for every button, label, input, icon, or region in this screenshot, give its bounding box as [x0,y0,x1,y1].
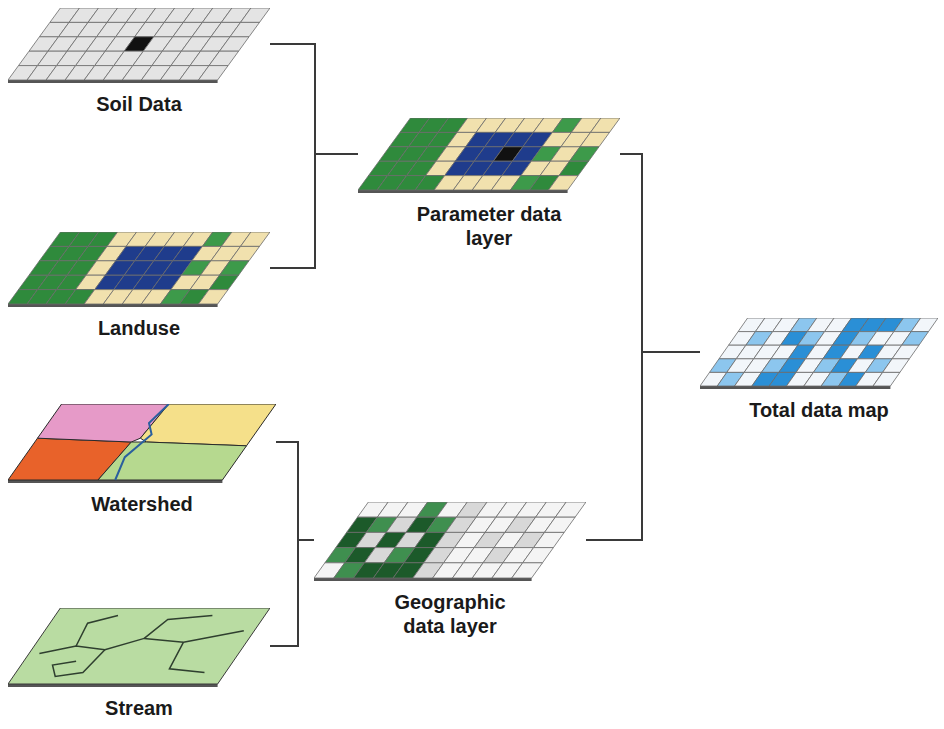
grid-cell [523,548,554,563]
layer-edge [700,386,890,389]
grid-cell [570,147,600,161]
layer-label: Soil Data [39,92,239,116]
layer-label: Watershed [42,492,242,516]
grid-cell [209,275,239,289]
connector-line [270,44,358,154]
layer-label: Parameter data layer [414,202,564,250]
layer-node: Soil Data [8,8,270,116]
grid-cell [591,118,621,132]
layer-node: Stream [8,608,270,720]
grid-cell [555,502,586,517]
stream-ground [8,608,270,684]
stream-line [76,616,118,646]
map-layer [700,318,938,390]
connector-line [270,154,358,268]
map-layer [314,502,586,582]
watershed-region [140,404,276,446]
stream-line [53,650,105,677]
map-layer [8,404,276,484]
grid-cell [559,161,589,175]
grid-cell [220,261,250,275]
layer-node: Geographic data layer [314,502,586,638]
grid-cell [209,51,239,65]
connector-line [276,442,314,540]
grid-cell [549,176,579,190]
grid-cell [534,532,565,547]
grid-cell [545,517,576,532]
layer-node: Landuse [8,232,270,340]
map-layer [8,608,270,688]
connector-line [270,540,314,646]
connector-line [620,154,700,352]
map-layer [8,8,270,84]
grid-cell [580,132,610,146]
map-layer [8,232,270,308]
layer-label: Total data map [749,398,889,422]
layer-edge [314,578,532,581]
layer-label: Landuse [39,316,239,340]
layer-node: Watershed [8,404,276,516]
grid-cell [911,318,938,332]
layer-edge [358,190,568,193]
layer-node: Parameter data layer [358,118,620,250]
grid-cell [241,232,271,246]
grid-cell [902,332,929,346]
grid-cell [199,290,229,304]
layer-edge [8,304,218,307]
grid-cell [220,37,250,51]
grid-cell [883,359,910,373]
layer-node: Total data map [700,318,938,422]
grid-cell [230,22,260,36]
layer-edge [8,80,218,83]
stream-line [144,616,212,639]
grid-cell [199,66,229,80]
layer-label: Geographic data layer [375,590,525,638]
stream-line [169,642,204,672]
grid-cell [892,345,919,359]
river-line [115,404,169,480]
connector-line [586,352,700,540]
grid-cell [230,246,260,260]
map-layer [358,118,620,194]
grid-cell [512,563,543,578]
grid-cell [873,372,900,386]
watershed-region [98,442,247,480]
stream-line [39,631,243,654]
layer-label: Stream [39,696,239,720]
grid-cell [241,8,271,22]
